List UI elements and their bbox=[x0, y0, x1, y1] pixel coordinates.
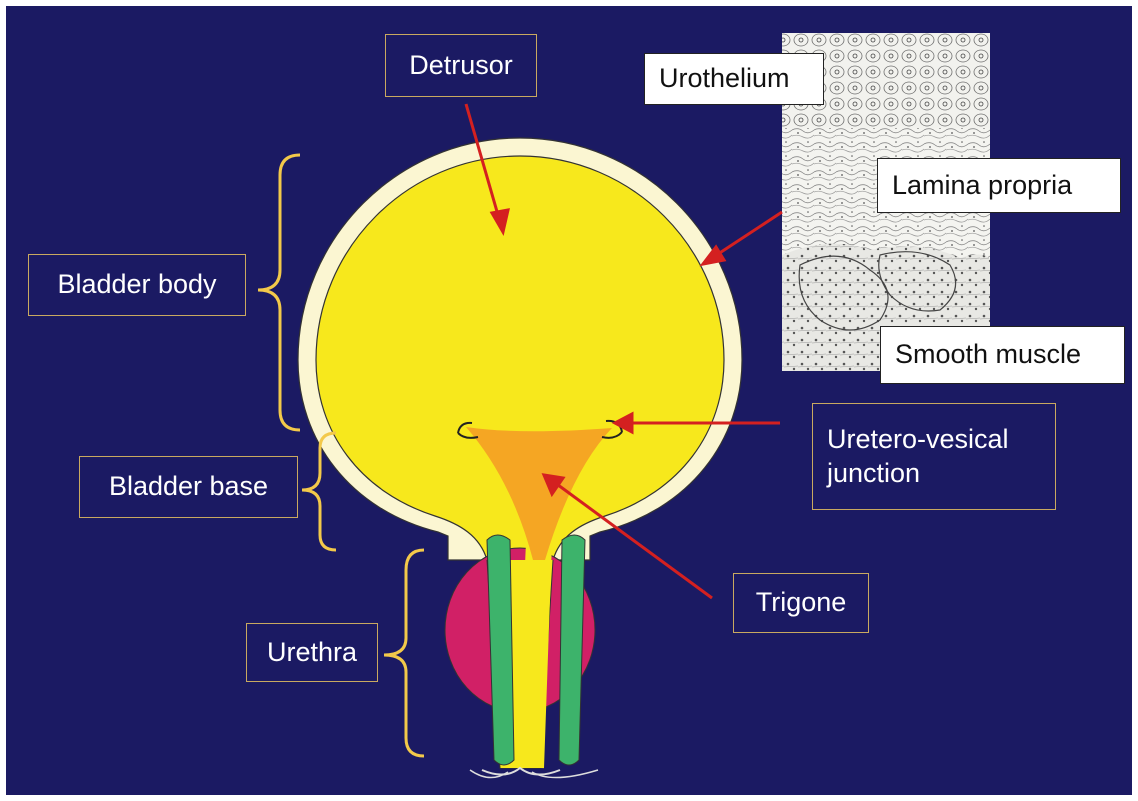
detrusor-label: Detrusor bbox=[385, 34, 537, 97]
uvj-label-line1: Uretero-vesical bbox=[827, 423, 1009, 457]
smooth-muscle-label: Smooth muscle bbox=[880, 326, 1125, 384]
bladder-base-label: Bladder base bbox=[79, 456, 298, 518]
uvj-label-line2: junction bbox=[827, 457, 920, 491]
lamina-propria-label: Lamina propria bbox=[877, 158, 1121, 213]
uretero-vesical-junction-label: Uretero-vesical junction bbox=[812, 403, 1056, 510]
bladder-body-label: Bladder body bbox=[28, 254, 246, 316]
urothelium-label: Urothelium bbox=[644, 53, 824, 105]
trigone-label: Trigone bbox=[733, 573, 869, 633]
urethra-label: Urethra bbox=[246, 623, 378, 682]
